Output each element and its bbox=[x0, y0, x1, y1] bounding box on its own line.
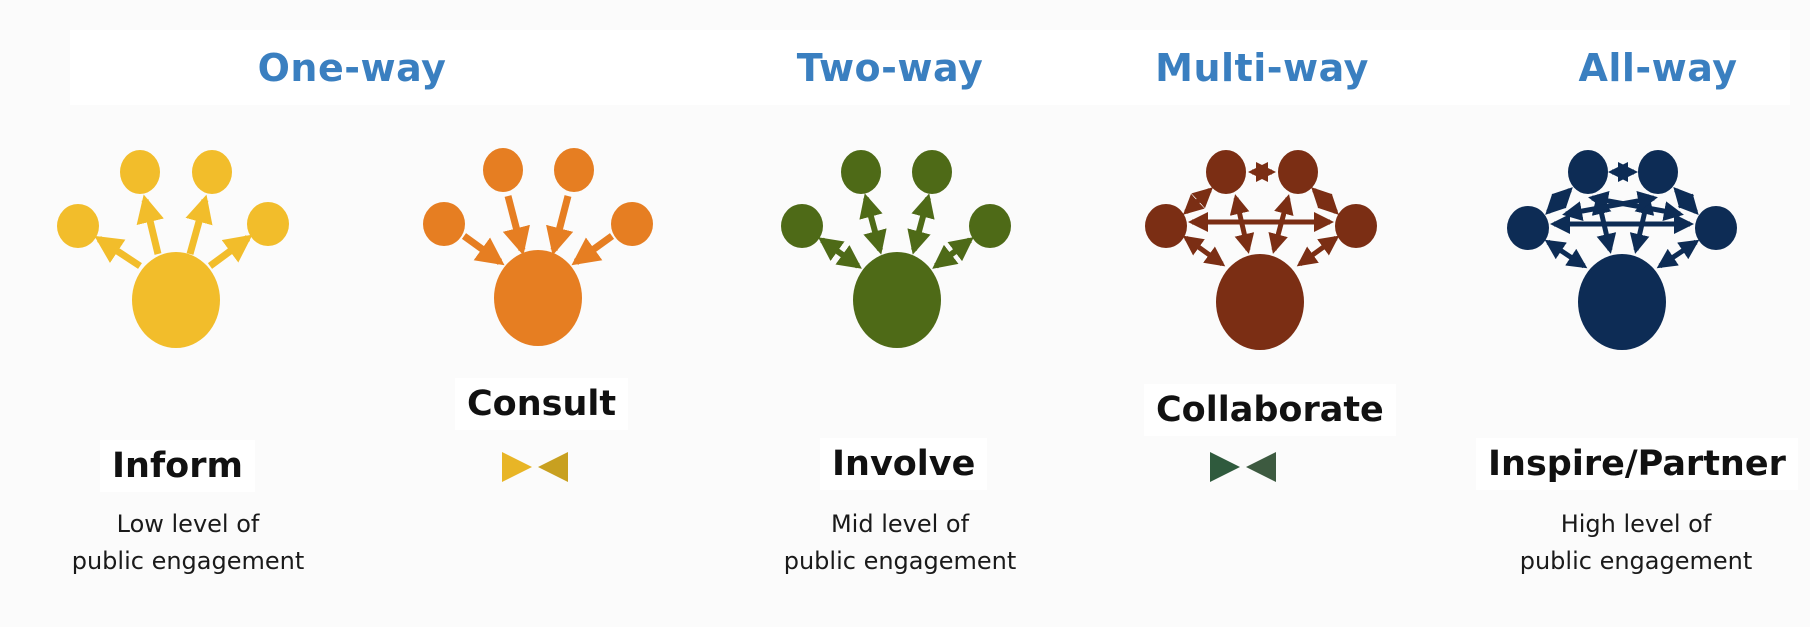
arrow-involve-to-consult bbox=[538, 452, 796, 482]
category-two-way: Two-way bbox=[796, 46, 984, 90]
arrow-involve-to-collaborate bbox=[1000, 452, 1240, 482]
inspire-cluster-icon bbox=[1507, 150, 1737, 350]
category-all-way: All-way bbox=[1578, 46, 1738, 90]
arrow-inform-to-consult bbox=[284, 452, 532, 482]
level-collaborate: Collaborate bbox=[1144, 384, 1396, 436]
level-consult: Consult bbox=[455, 378, 629, 430]
category-multi-way: Multi-way bbox=[1155, 46, 1369, 90]
involve-cluster-icon bbox=[781, 150, 1011, 348]
level-inspire-partner: Inspire/Partner bbox=[1476, 438, 1798, 490]
inform-cluster-icon bbox=[57, 150, 289, 348]
category-header-band bbox=[70, 30, 1790, 105]
collaborate-cluster-icon bbox=[1145, 150, 1377, 350]
caption-mid-engagement: Mid level of public engagement bbox=[783, 510, 1017, 575]
caption-low-engagement: Low level of public engagement bbox=[71, 510, 305, 575]
level-involve: Involve bbox=[820, 438, 988, 490]
consult-cluster-icon bbox=[423, 148, 653, 346]
caption-high-engagement: High level of public engagement bbox=[1519, 510, 1753, 575]
level-inform: Inform bbox=[100, 440, 255, 492]
arrow-inspire-to-collaborate bbox=[1246, 452, 1472, 482]
category-one-way: One-way bbox=[257, 46, 447, 90]
